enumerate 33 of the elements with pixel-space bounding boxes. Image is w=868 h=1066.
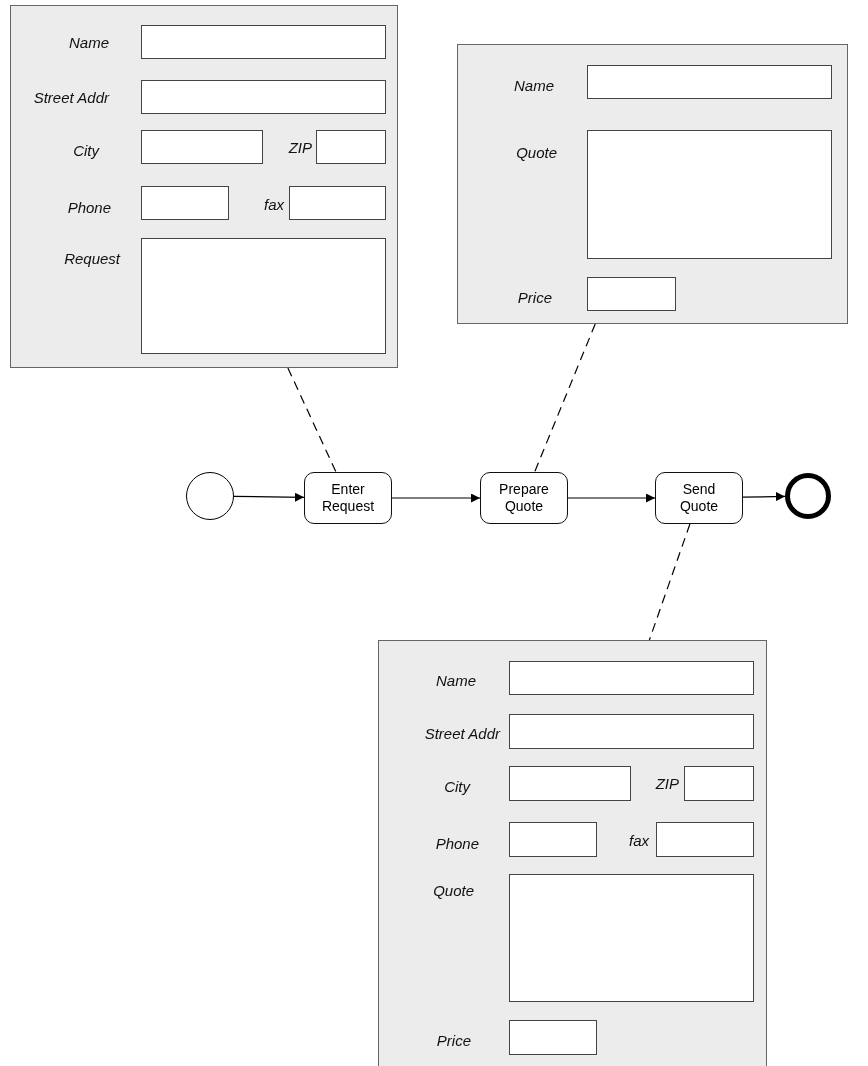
field-label: ZIP: [655, 775, 679, 793]
leader-line: [648, 523, 691, 641]
field-label: fax: [264, 196, 284, 214]
field-label: Quote: [433, 882, 474, 900]
task-box: Enter Request: [304, 472, 392, 524]
field-label: City: [444, 778, 470, 796]
end-event-circle: [785, 473, 831, 519]
field-label: Phone: [67, 199, 111, 217]
field-label: fax: [629, 832, 649, 850]
arrow: [742, 492, 786, 502]
field-label: City: [73, 142, 99, 160]
arrow: [233, 492, 305, 502]
start-event-circle: [186, 472, 234, 520]
field-label: Price: [436, 1032, 471, 1050]
field-label: Price: [517, 289, 552, 307]
field-label: Quote: [516, 144, 557, 162]
field-label: Street Addr: [33, 89, 109, 107]
field-label: Request: [64, 250, 120, 268]
field-label: Name: [514, 77, 554, 95]
arrow: [391, 493, 481, 503]
field-label: ZIP: [288, 139, 312, 157]
form-panel: [10, 5, 398, 368]
field-label: Phone: [435, 835, 479, 853]
leader-line: [534, 323, 596, 473]
form-panel: [378, 640, 767, 1066]
field-label: Name: [436, 672, 476, 690]
field-label: Street Addr: [424, 725, 500, 743]
field-label: Name: [69, 34, 109, 52]
leader-line: [287, 367, 337, 473]
arrow: [567, 493, 656, 503]
form-panel: [457, 44, 848, 324]
task-box: Prepare Quote: [480, 472, 568, 524]
task-box: Send Quote: [655, 472, 743, 524]
